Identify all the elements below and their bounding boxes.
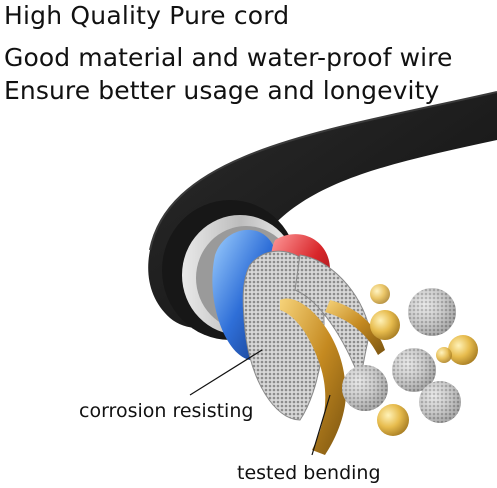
copper-strip (280, 298, 346, 455)
silver-strand-bundles (342, 288, 461, 423)
gold-conductor-tips (370, 284, 478, 436)
corrosion-leader-line (189, 349, 263, 396)
header-title: High Quality Pure cord (4, 1, 290, 30)
bending-leader-line (311, 394, 331, 456)
subtitle-longevity: Ensure better usage and longevity (4, 76, 440, 105)
subtitle-material: Good material and water-proof wire (4, 43, 453, 72)
callout-tested-bending: tested bending (237, 462, 381, 484)
callout-corrosion-resisting: corrosion resisting (79, 400, 254, 422)
